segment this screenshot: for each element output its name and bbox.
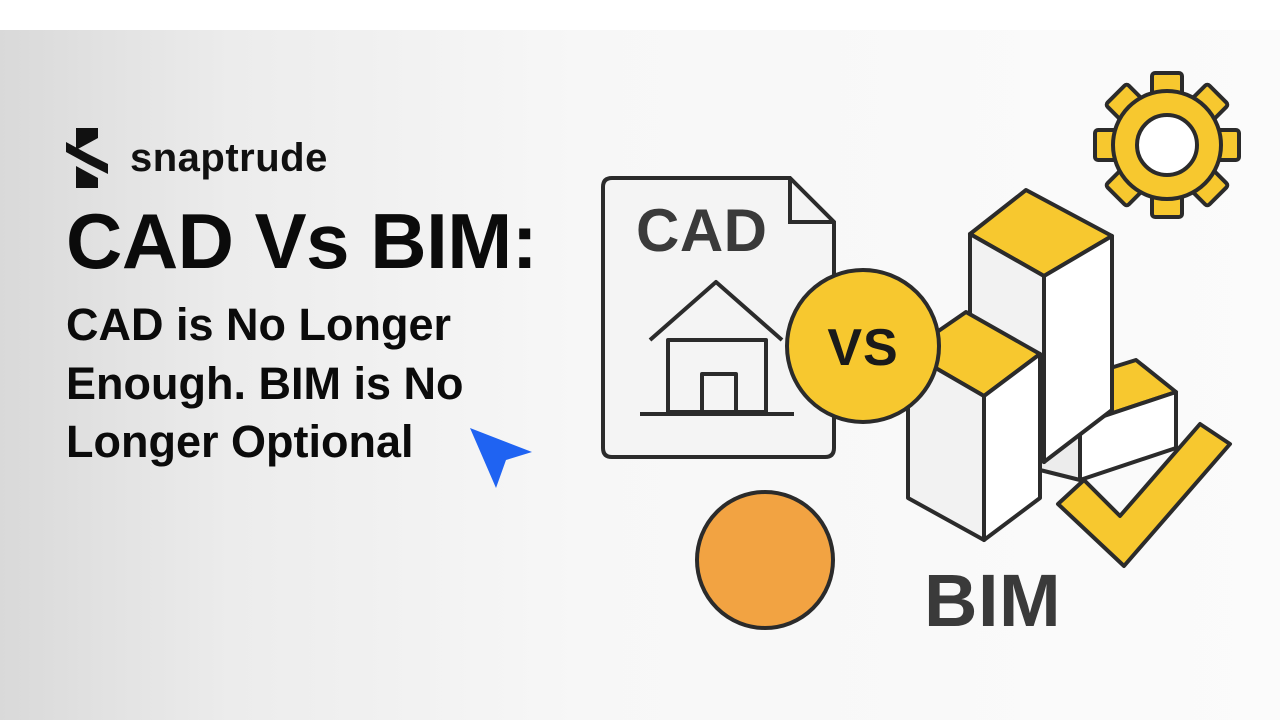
cursor-arrow-icon xyxy=(470,428,532,488)
cad-document-icon xyxy=(601,176,836,459)
page-title: CAD Vs BIM: xyxy=(66,197,538,285)
page-subtitle: CAD is No Longer Enough. BIM is No Longe… xyxy=(66,299,464,467)
vs-circle xyxy=(785,268,941,424)
brand-name: snaptrude xyxy=(130,135,328,180)
house-icon xyxy=(640,280,794,416)
gear-icon xyxy=(1093,71,1241,219)
bim-label: BIM xyxy=(924,559,1062,642)
top-band xyxy=(0,0,1280,30)
short-bim-block xyxy=(906,310,1042,542)
cad-vs-bim-illustration xyxy=(601,71,1241,630)
snaptrude-logo-icon xyxy=(66,128,108,188)
brand-logo: snaptrude xyxy=(66,128,328,188)
cad-label: CAD xyxy=(636,197,768,264)
vs-label: VS xyxy=(827,319,899,377)
checkmark-icon xyxy=(1056,422,1232,568)
orange-circle xyxy=(695,490,835,630)
